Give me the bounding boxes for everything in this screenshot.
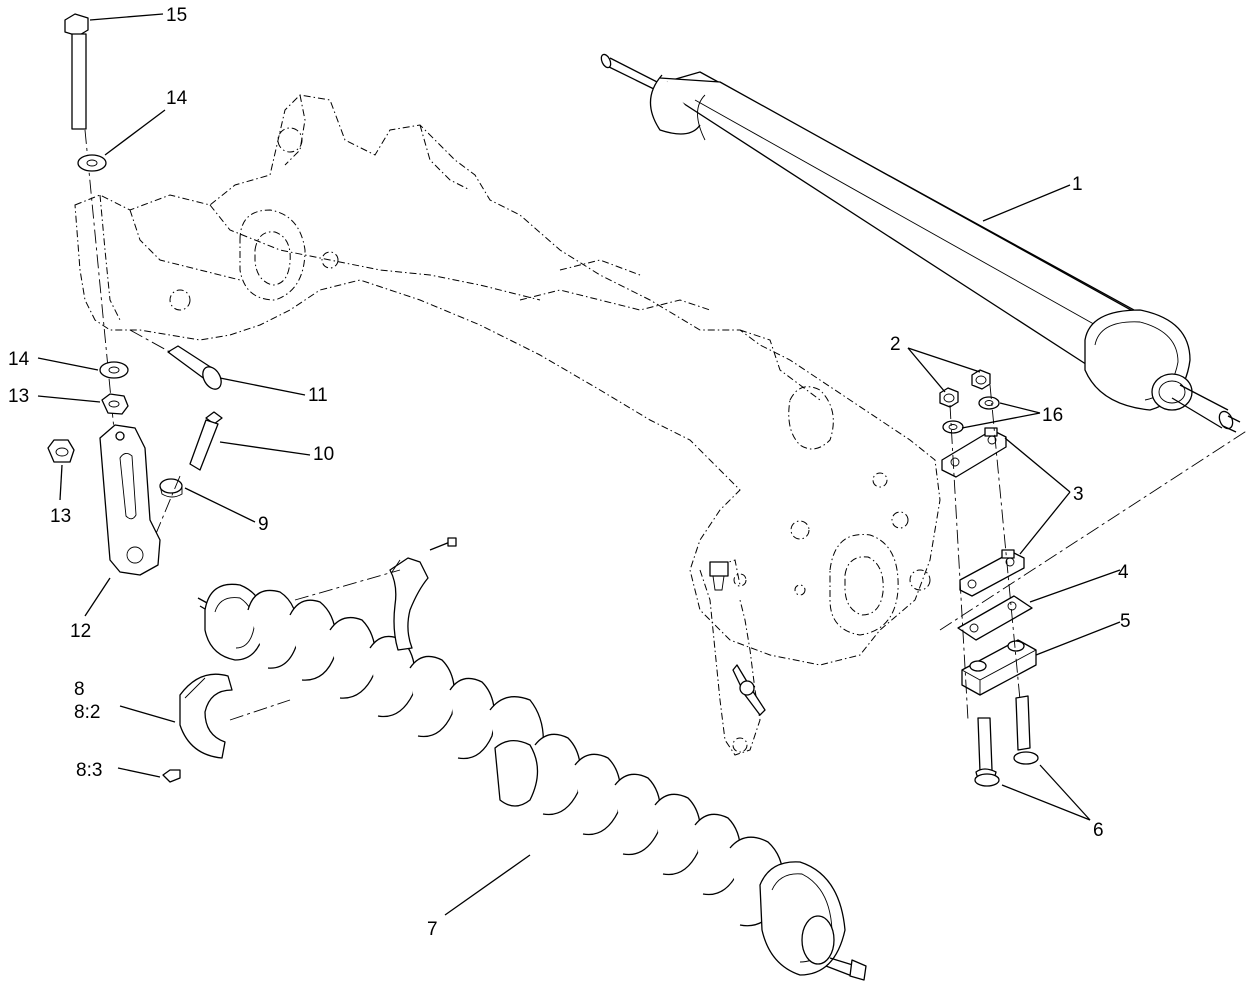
frame-bolt-right — [709, 561, 729, 591]
callout-3: 3 — [1073, 484, 1084, 505]
callout-11: 11 — [308, 385, 328, 406]
part-2-nut-left — [939, 387, 959, 408]
callout-5: 5 — [1120, 611, 1131, 632]
left-centerline — [84, 129, 116, 441]
part-7-wiehle-roller — [197, 583, 867, 981]
callout-8-3: 8:3 — [76, 760, 102, 781]
callout-10: 10 — [313, 444, 334, 465]
clamp-centerline-bottom — [229, 699, 291, 721]
callout-9: 9 — [258, 514, 269, 535]
part-15-bolt — [64, 13, 89, 130]
part-14-washer-upper — [77, 154, 107, 172]
frame-ghost-outline — [74, 94, 941, 756]
part-13-nut-left — [47, 439, 75, 463]
part-6-bolt-right — [1013, 695, 1039, 765]
leader-lines — [37, 13, 1121, 916]
part-10-bolt — [189, 411, 223, 471]
part-16-washer-left — [942, 420, 964, 434]
part-14-washer-lower — [99, 361, 129, 379]
callout-14-lower: 14 — [8, 349, 30, 370]
part-3-bracket-lower — [959, 549, 1025, 597]
callout-4: 4 — [1118, 562, 1129, 583]
part-16-washer-right — [978, 396, 1000, 410]
callout-8-2: 8:2 — [74, 702, 100, 723]
part-2-nut-right — [971, 369, 991, 390]
callout-1: 1 — [1072, 174, 1083, 195]
part-4-plate — [957, 595, 1033, 641]
part-12-arm — [99, 424, 161, 576]
part-8-screw — [162, 769, 181, 783]
callout-13-upper: 13 — [8, 386, 29, 407]
right-centerlines — [939, 384, 1249, 721]
callout-13-lower: 13 — [50, 506, 71, 527]
frame-adjuster-right — [732, 664, 766, 716]
part-3-bracket-upper — [941, 427, 1007, 478]
callout-labels: 1 2 3 4 5 6 7 8 8:2 8:3 9 10 11 12 13 13… — [8, 5, 1131, 940]
part-1-roller — [600, 53, 1241, 433]
callout-16: 16 — [1042, 405, 1063, 426]
clamp-centerline-top — [294, 569, 401, 601]
callout-8: 8 — [74, 679, 85, 700]
part-5-clamp-block — [961, 639, 1037, 696]
part-8-clamp-upper — [389, 537, 457, 651]
callout-6: 6 — [1093, 820, 1104, 841]
part-6-bolt-left — [974, 717, 1000, 787]
callout-15: 15 — [166, 5, 187, 26]
part-13-nut-upper — [101, 393, 129, 415]
callout-14-upper: 14 — [166, 88, 188, 109]
pin-centerline — [129, 329, 171, 353]
part-11-pin — [167, 345, 222, 390]
callout-2: 2 — [890, 334, 901, 355]
part-8-clamp-lower — [179, 673, 233, 759]
callout-7: 7 — [427, 919, 438, 940]
part-9-bushing — [159, 478, 183, 498]
callout-12: 12 — [70, 621, 91, 642]
